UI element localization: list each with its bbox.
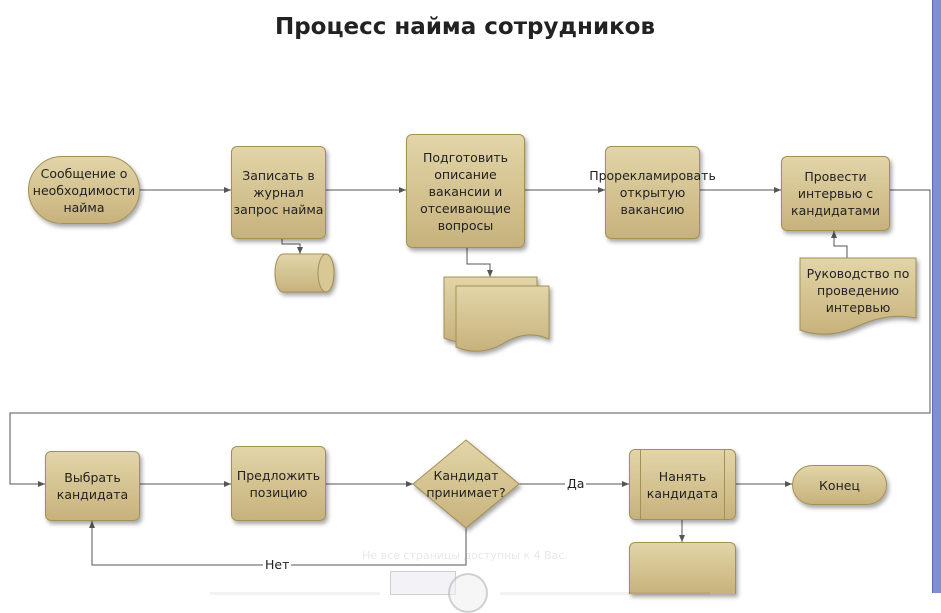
guide-document-icon xyxy=(799,257,917,335)
hire-node[interactable]: Нанять кандидата xyxy=(629,449,736,520)
no-label: Нет xyxy=(263,557,292,572)
decision-label: Кандидат принимает? xyxy=(426,468,506,500)
next-process-node[interactable] xyxy=(629,542,736,594)
guide-label: Руководство по проведению интервью xyxy=(806,265,910,315)
watermark: Не все страницы доступны к 4 Вас. xyxy=(362,549,568,562)
edge-interview-select xyxy=(9,189,931,487)
offer-node[interactable]: Предложить позицию xyxy=(231,446,326,521)
advertise-node[interactable]: Прорекламировать открытую вакансию xyxy=(589,146,716,239)
edge-prepare-doc xyxy=(466,248,493,277)
decision-diamond xyxy=(412,439,520,529)
start-node-label: Сообщение о необходимости найма xyxy=(32,165,136,215)
select-node[interactable]: Выбрать кандидата xyxy=(45,451,140,521)
page-title: Процесс найма сотрудников xyxy=(274,14,656,40)
interview-label: Провести интервью с кандидатами xyxy=(791,169,880,218)
database-icon xyxy=(274,253,917,529)
bottom-toolbar xyxy=(0,571,930,613)
yes-label: Да xyxy=(565,476,587,491)
end-node[interactable]: Конец xyxy=(792,465,887,505)
edge-log-db xyxy=(281,239,303,254)
start-node[interactable]: Сообщение о необходимости найма xyxy=(28,156,140,224)
window-edge xyxy=(932,0,941,593)
hire-right-bar xyxy=(724,450,725,519)
interview-node[interactable]: Провести интервью с кандидатами xyxy=(781,156,890,231)
hire-label: Нанять кандидата xyxy=(646,468,719,501)
documents-icon xyxy=(443,276,550,352)
select-label: Выбрать кандидата xyxy=(56,470,129,502)
thumbnail-icon[interactable] xyxy=(390,571,456,595)
log-request-label: Записать в журнал запрос найма xyxy=(233,168,324,217)
end-label: Конец xyxy=(819,477,860,493)
prepare-label: Подготовить описание вакансии и отсеиваю… xyxy=(420,149,511,233)
prepare-node[interactable]: Подготовить описание вакансии и отсеиваю… xyxy=(406,134,525,248)
offer-label: Предложить позицию xyxy=(236,467,321,500)
hire-left-bar xyxy=(640,450,641,519)
advertise-label: Прорекламировать открытую вакансию xyxy=(589,168,716,217)
zoom-icon[interactable] xyxy=(448,573,488,613)
edge-guide-interview xyxy=(831,231,848,258)
guide-node[interactable]: Руководство по проведению интервью xyxy=(800,262,916,318)
log-request-node[interactable]: Записать в журнал запрос найма xyxy=(231,146,326,239)
decision-node[interactable]: Кандидат принимает? xyxy=(420,460,512,508)
